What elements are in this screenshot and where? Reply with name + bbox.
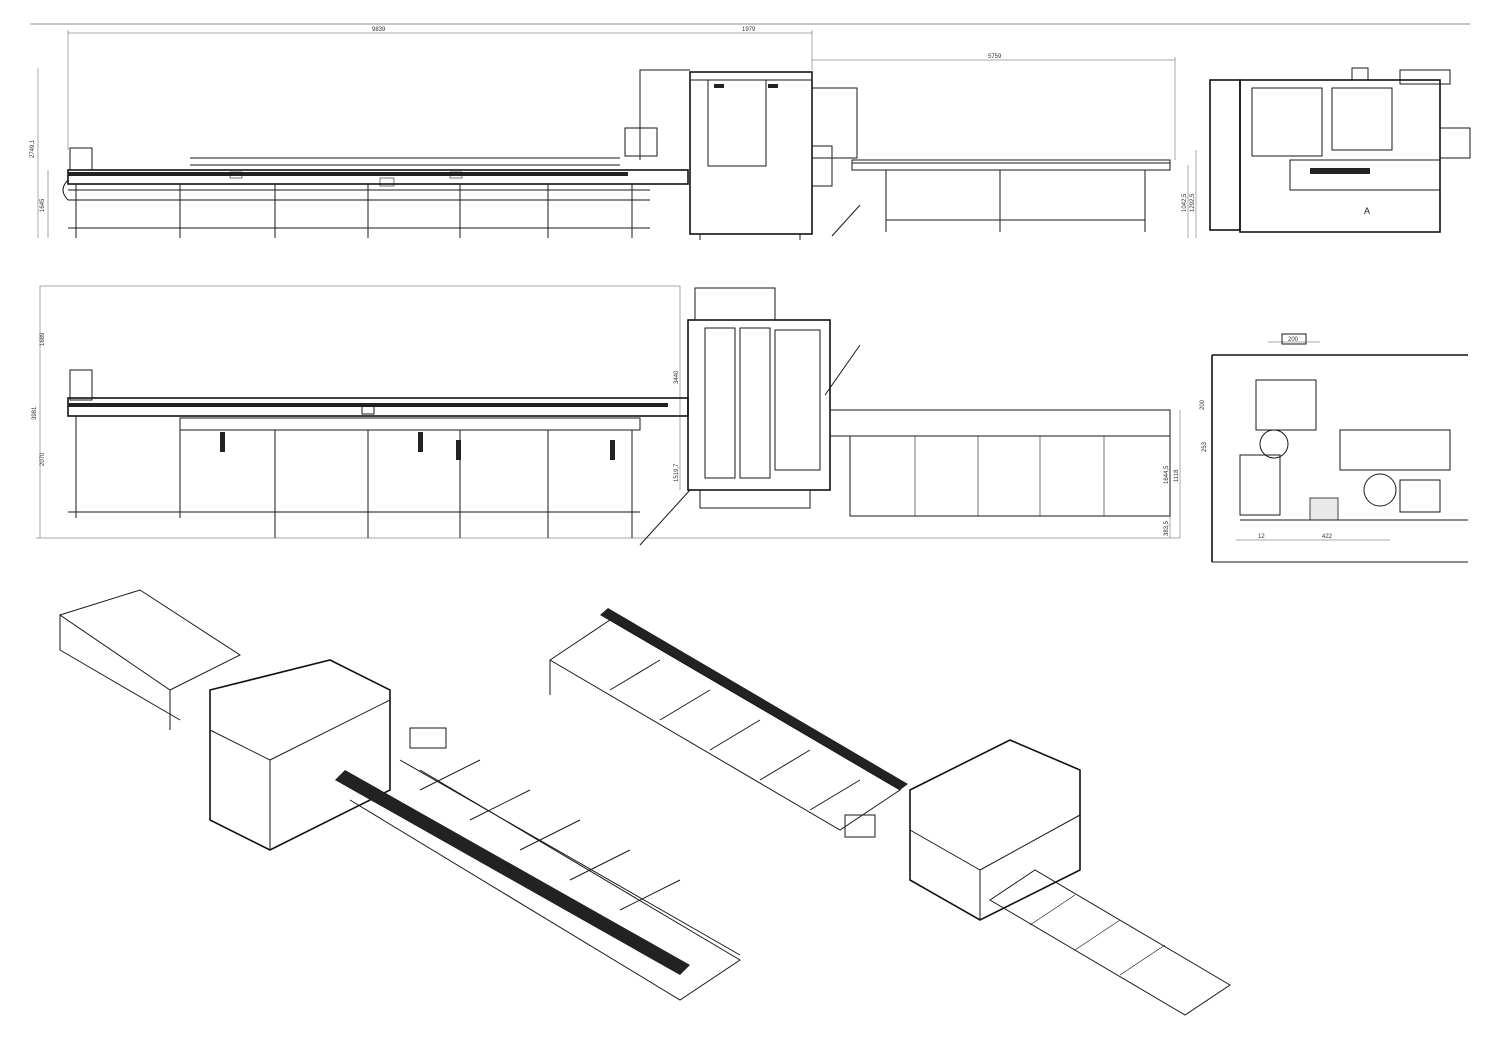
section-a-label: A xyxy=(1364,206,1370,216)
dim-front-out1: 1644,5 xyxy=(1164,465,1170,484)
dim-top-unit: 1979 xyxy=(742,27,756,33)
dim-front-out2: 383,5 xyxy=(1164,520,1170,536)
side-view-section-a xyxy=(1209,67,1471,233)
dim-front-lower: 2070 xyxy=(40,452,46,466)
dim-side-v: 253 xyxy=(1202,441,1208,452)
dim-side-h2: 422 xyxy=(1322,534,1333,540)
dim-front-unit: 3440 xyxy=(674,370,680,384)
isometric-view-left xyxy=(58,589,741,1001)
dim-top-height-table: 1645 xyxy=(40,198,46,212)
dim-top-right-h2: 1292,5 xyxy=(1190,193,1196,212)
isometric-view-right xyxy=(549,608,1231,1016)
top-elevation-view xyxy=(37,30,1197,240)
dim-front-total: 3981 xyxy=(32,406,38,420)
dim-side-height: 200 xyxy=(1200,399,1206,410)
front-elevation-view xyxy=(36,285,1181,546)
detail-section-view xyxy=(1211,333,1468,563)
dim-front-unit-low: 1519,7 xyxy=(674,463,680,482)
dim-top-overall: 9839 xyxy=(372,27,386,33)
dim-front-out3: 1118 xyxy=(1174,469,1180,482)
dim-top-right-h1: 1042,5 xyxy=(1182,193,1188,212)
dim-side-h1: 12 xyxy=(1258,534,1265,540)
dim-top-height-total: 2749,1 xyxy=(30,139,36,158)
dim-side-width: 200 xyxy=(1288,337,1299,343)
dim-front-upper: 1689 xyxy=(40,332,46,346)
dim-top-outfeed: 5759 xyxy=(988,54,1002,60)
